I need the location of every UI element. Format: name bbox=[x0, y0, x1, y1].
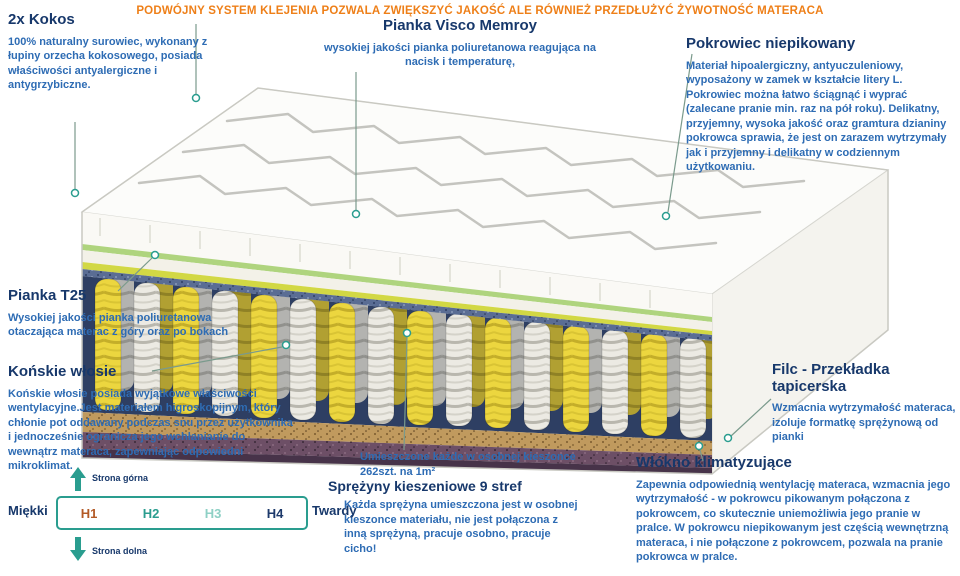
callout-pianka-t25: Pianka T25 Wysokiej jakości pianka poliu… bbox=[8, 287, 248, 340]
scale-hard-label: Twardy bbox=[312, 503, 357, 518]
firmness-h2: H2 bbox=[142, 505, 160, 521]
springs-layer bbox=[82, 276, 712, 441]
wlokno-title: Włókno klimatyzujące bbox=[636, 454, 792, 471]
arrow-down-icon bbox=[70, 537, 86, 561]
kokos-title: 2x Kokos bbox=[8, 11, 75, 28]
sprezyny-note: Umieszczone każde w osobnej kieszonce 26… bbox=[360, 450, 600, 479]
sprezyny-note-text: Umieszczone każde w osobnej kieszonce 26… bbox=[360, 451, 576, 478]
scale-top-side-label: Strona górna bbox=[92, 473, 149, 483]
pokrowiec-body: Materiał hipoalergiczny, antyuczuleniowy… bbox=[686, 59, 947, 174]
firmness-h1: H1 bbox=[80, 505, 98, 521]
firmness-h3: H3 bbox=[204, 505, 222, 521]
sprezyny-body-block: Każda sprężyna umieszczona jest w osobne… bbox=[344, 498, 579, 556]
visco-title: Pianka Visco Memroy bbox=[383, 17, 537, 34]
kokos-body: 100% naturalny surowiec, wykonany z łupi… bbox=[8, 35, 208, 92]
page-title: PODWÓJNY SYSTEM KLEJENIA POZWALA ZWIĘKSZ… bbox=[136, 5, 824, 17]
callout-filc: Filc - Przekładka tapicerska Wzmacnia wy… bbox=[772, 361, 958, 445]
callout-konskie-wlosie: Końskie włosie Końskie włosie posiada wy… bbox=[8, 363, 296, 474]
felt-layer bbox=[82, 412, 712, 455]
wlokno-body: Zapewnia odpowiednią wentylację materaca… bbox=[636, 478, 951, 564]
konskie-wlosie-title: Końskie włosie bbox=[8, 363, 117, 380]
fiber-top-layer bbox=[82, 269, 712, 341]
pokrowiec-title: Pokrowiec niepikowany bbox=[686, 35, 856, 52]
pianka-t25-title: Pianka T25 bbox=[8, 287, 87, 304]
callout-visco: Pianka Visco Memroy wysokiej jakości pia… bbox=[310, 17, 610, 70]
filc-title: Filc - Przekładka tapicerska bbox=[772, 361, 890, 395]
callout-sprezyny: Sprężyny kieszeniowe 9 stref bbox=[328, 478, 543, 494]
scale-soft-label: Miękki bbox=[8, 503, 48, 518]
firmness-h4: H4 bbox=[266, 505, 284, 521]
visco-body: wysokiej jakości pianka poliuretanowa re… bbox=[323, 41, 597, 69]
sprezyny-title: Sprężyny kieszeniowe 9 stref bbox=[328, 478, 522, 494]
fiber-bottom-layer bbox=[82, 432, 712, 474]
foam-layer bbox=[82, 212, 712, 317]
callout-kokos: 2x Kokos 100% naturalny surowiec, wykona… bbox=[8, 11, 213, 93]
coconut-layer bbox=[82, 244, 712, 335]
scale-bottom-side-label: Strona dolna bbox=[92, 546, 148, 556]
arrow-up-icon bbox=[70, 467, 86, 491]
sprezyny-body: Każda sprężyna umieszczona jest w osobne… bbox=[344, 499, 578, 555]
firmness-scale: H1 H2 H3 H4 bbox=[56, 496, 308, 530]
callout-wlokno: Włókno klimatyzujące Zapewnia odpowiedni… bbox=[636, 454, 958, 565]
konskie-wlosie-body: Końskie włosie posiada wyjątkowe właściw… bbox=[8, 387, 293, 473]
mattress-outline bbox=[81, 87, 889, 475]
pianka-t25-body: Wysokiej jakości pianka poliuretanowa ot… bbox=[8, 311, 229, 339]
leader-lines bbox=[74, 24, 772, 462]
leader-dots bbox=[70, 93, 733, 451]
callout-pokrowiec: Pokrowiec niepikowany Materiał hipoalerg… bbox=[686, 35, 958, 175]
filc-body: Wzmacnia wytrzymałość materaca, izoluje … bbox=[772, 402, 956, 444]
